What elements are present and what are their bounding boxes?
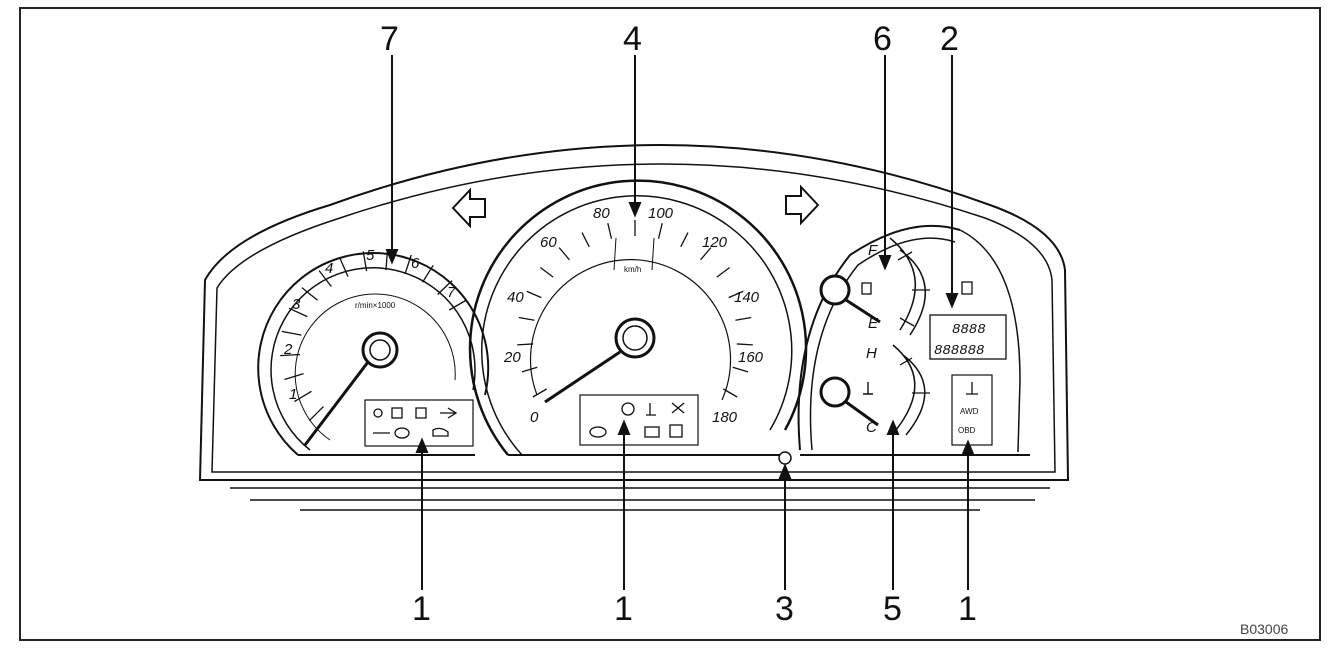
temperature-gauge-hot-label: H: [866, 345, 877, 362]
speedometer-tick: [518, 316, 535, 321]
odometer-display: [929, 314, 1007, 360]
coolant-temperature-icon: [863, 382, 873, 395]
fuel-needle: [845, 298, 881, 324]
tachometer-number-2: 2: [283, 341, 293, 358]
tachometer-needle: [303, 361, 370, 446]
speedometer-number-160: 160: [738, 349, 764, 366]
callout-bottom-5: 5: [883, 590, 902, 628]
reference-code: B03006: [1240, 621, 1288, 637]
tachometer-tick: [308, 406, 324, 422]
tachometer-hub: [361, 331, 399, 369]
callout-top-6: 6: [873, 20, 892, 58]
tachometer-number-7: 7: [447, 284, 456, 301]
temperature-gauge: H C: [819, 344, 930, 436]
right-panel-label-1: AWD: [960, 407, 979, 416]
temperature-needle: [845, 400, 879, 427]
speedometer-tick: [539, 267, 554, 278]
tachometer-tick: [448, 299, 467, 311]
tachometer-tick: [422, 264, 434, 283]
tachometer-unit-label: r/min×1000: [355, 301, 396, 310]
right-gauge-pod: F E H C 8888 888888 AWD OBD: [797, 224, 1030, 456]
left-panel-lamp-icons: [373, 407, 458, 439]
tachometer-number-5: 5: [366, 247, 375, 264]
odometer-line-1: 8888: [952, 322, 986, 338]
speedometer-number-80: 80: [593, 205, 610, 222]
temperature-gauge-cold-label: C: [866, 419, 877, 436]
speedometer-tick: [521, 366, 538, 373]
tachometer-tick: [284, 372, 304, 381]
fuel-gauge-empty-label: E: [868, 315, 879, 332]
right-panel-label-2: OBD: [958, 426, 976, 435]
trip-reset-knob: [778, 451, 792, 465]
speedometer-tick: [657, 223, 663, 239]
tachometer-tick: [404, 254, 412, 275]
tachometer-number-3: 3: [292, 296, 301, 313]
callout-top-4: 4: [623, 20, 642, 58]
tachometer-tick: [385, 250, 389, 271]
tachometer-tick: [339, 258, 349, 277]
speedometer-number-60: 60: [540, 234, 557, 251]
speedometer-number-140: 140: [734, 289, 760, 306]
left-warning-lamp-panel: [364, 399, 474, 447]
speedometer-tick: [716, 267, 731, 278]
speedometer-tick: [607, 223, 613, 239]
speedometer-number-20: 20: [503, 349, 521, 366]
tachometer-tick: [281, 330, 302, 336]
callout-top-2: 2: [940, 20, 959, 58]
tachometer-number-1: 1: [289, 386, 297, 403]
tachometer-tick: [318, 270, 332, 287]
fuel-gauge-full-label: F: [868, 242, 878, 259]
right-panel-temp-icon: [966, 382, 978, 395]
tachometer: 1 2 3 4 5 6 7 r/min×1000: [257, 247, 490, 456]
speedometer-tick: [526, 290, 542, 299]
speedometer-number-120: 120: [702, 234, 728, 251]
speedometer-hub: [614, 317, 656, 359]
speedometer-tick: [680, 232, 689, 248]
speedometer-number-180: 180: [712, 409, 738, 426]
tachometer-tick: [437, 280, 453, 295]
speedometer-number-100: 100: [648, 205, 674, 222]
speedometer-tick: [558, 247, 570, 261]
speedometer-number-0: 0: [530, 409, 539, 426]
figure-frame: [19, 7, 1321, 641]
tachometer-tick: [301, 287, 318, 301]
speedometer-unit-label: km/h: [624, 265, 641, 274]
callout-leader-lines: [385, 55, 975, 590]
fuel-gauge: F E: [819, 237, 930, 336]
callout-bottom-3: 3: [775, 590, 794, 628]
speedometer: 0 20 40 60 80 100 120 140 160 180 km/h: [468, 179, 808, 456]
speedometer-tick: [532, 388, 547, 398]
tachometer-tick: [280, 353, 301, 357]
speedometer-tick: [732, 366, 749, 373]
speedometer-tick: [700, 247, 712, 261]
callout-bottom-1b: 1: [614, 590, 633, 628]
tachometer-tick: [294, 390, 312, 403]
speedometer-tick: [581, 232, 590, 248]
right-turn-arrow-icon: [785, 184, 820, 226]
speedometer-tick: [728, 290, 744, 299]
speedometer-number-40: 40: [507, 289, 524, 306]
tachometer-tick: [362, 251, 368, 272]
left-turn-arrow-icon: [451, 187, 486, 229]
speedometer-tick: [735, 316, 752, 321]
callout-bottom-1c: 1: [958, 590, 977, 628]
cluster-housing: [198, 144, 1070, 511]
callout-bottom-1a: 1: [412, 590, 431, 628]
speedometer-tick: [723, 388, 738, 398]
callout-top-7: 7: [380, 20, 399, 58]
odometer-line-2: 888888: [934, 343, 984, 359]
tachometer-tick: [288, 307, 308, 318]
tachometer-number-4: 4: [325, 260, 333, 277]
speedometer-tick: [736, 343, 753, 346]
speedometer-needle: [544, 350, 621, 404]
fuel-pump-icon: [861, 282, 872, 295]
speedometer-tick: [517, 343, 534, 346]
fuel-pump-icon-display: [961, 281, 973, 295]
tachometer-number-6: 6: [411, 255, 420, 272]
center-panel-lamp-icons: [589, 402, 685, 438]
